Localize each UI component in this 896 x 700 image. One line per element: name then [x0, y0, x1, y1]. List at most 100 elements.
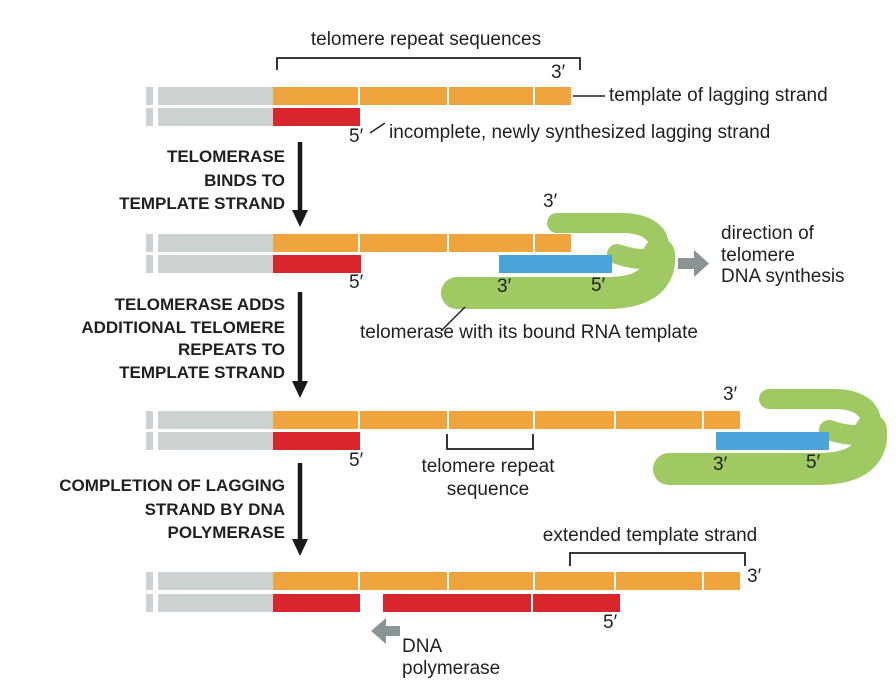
- s2-telomere-repeat-2: [360, 234, 447, 252]
- s1-lagging-red-bar: [273, 108, 360, 126]
- step1-arrow-head: [292, 210, 308, 227]
- step2-arrow: [292, 292, 308, 398]
- step2-line3: REPEATS TO: [177, 340, 285, 359]
- step2-arrow-head: [292, 381, 308, 398]
- s3-lagging-stub: [146, 432, 153, 450]
- template-of-lagging-strand-label: template of lagging strand: [609, 85, 828, 106]
- step2-label: TELOMERASE ADDS ADDITIONAL TELOMERE REPE…: [30, 294, 285, 384]
- step3-line3: POLYMERASE: [167, 523, 285, 542]
- dna-polymerase-label: DNA polymerase: [402, 636, 500, 679]
- s4-telomere-repeat-3: [449, 572, 533, 590]
- step2-line2: ADDITIONAL TELOMERE: [81, 317, 285, 337]
- direction-arrow-icon: [678, 250, 709, 277]
- stage2-dna: [146, 234, 612, 273]
- s1-telomere-repeat-4: [535, 87, 571, 105]
- s4-telomere-repeat-2: [360, 572, 447, 590]
- s4-five-prime-label: 5′: [603, 612, 618, 633]
- telomerase-enzyme-stage3: [653, 389, 888, 485]
- s2-lagging-stub: [146, 255, 153, 273]
- telomerase-hook-icon: [547, 213, 669, 269]
- s3-telomere-repeat-6: [704, 411, 740, 429]
- s1-template-gray-bar: [158, 87, 273, 105]
- s3-template-stub: [146, 411, 153, 429]
- s2-five-prime-label: 5′: [349, 272, 364, 293]
- step3-line1: COMPLETION OF LAGGING: [59, 476, 285, 495]
- direction-line2: telomere: [721, 244, 795, 266]
- s1-three-prime-label: 3′: [551, 62, 566, 83]
- s2-telomere-repeat-3: [449, 234, 533, 252]
- s2-rna-template-bar: [499, 255, 612, 273]
- step1-line2: BINDS TO: [204, 170, 285, 190]
- s1-template-stub: [146, 87, 153, 105]
- step1-arrow: [292, 142, 308, 227]
- stage4-dna: [146, 572, 740, 612]
- s4-lagging-stub: [146, 594, 153, 612]
- s3-three-prime-label: 3′: [723, 384, 738, 405]
- s3-repeat-bracket: [446, 434, 534, 450]
- step2-line1: TELOMERASE ADDS: [114, 295, 285, 314]
- telomere-repeat-sequence-label: telomere repeat sequence: [388, 455, 588, 501]
- s4-lagging-red-bar-3: [533, 594, 620, 612]
- dna-polymerase-arrow-icon: [371, 618, 400, 644]
- s3-five-prime-label: 5′: [349, 450, 364, 471]
- stage1-dna: [146, 87, 571, 126]
- dna-polymerase-line1: DNA: [402, 636, 443, 657]
- stage3-dna: [146, 411, 829, 450]
- s2-rna-five-prime-label: 5′: [591, 275, 606, 296]
- s4-lagging-red-bar-1: [273, 594, 360, 612]
- step3-arrow-head: [292, 539, 308, 556]
- s1-lagging-gray-bar: [158, 108, 273, 126]
- step1-line3: TEMPLATE STRAND: [119, 194, 285, 213]
- s4-template-stub: [146, 572, 153, 590]
- s3-telomere-repeat-4: [535, 411, 614, 429]
- s1-lagging-stub: [146, 108, 153, 126]
- s4-telomere-repeat-5: [616, 572, 702, 590]
- incomplete-lagging-strand-label: incomplete, newly synthesized lagging st…: [389, 122, 771, 143]
- s2-lagging-gray-bar: [158, 255, 273, 273]
- s3-template-gray-bar: [158, 411, 273, 429]
- step3-label: COMPLETION OF LAGGING STRAND BY DNA POLY…: [20, 474, 285, 545]
- s4-template-gray-bar: [158, 572, 273, 590]
- step2-line4: TEMPLATE STRAND: [119, 362, 285, 382]
- s2-lagging-red-bar: [273, 255, 361, 273]
- s2-three-prime-label: 3′: [543, 191, 558, 212]
- repeat-seq-line1: telomere repeat: [421, 456, 555, 477]
- direction-line3: DNA synthesis: [721, 266, 845, 287]
- direction-line1: direction of: [721, 223, 814, 244]
- s4-telomere-repeat-1: [273, 572, 358, 590]
- step1-line1: TELOMERASE: [166, 147, 285, 166]
- s3-rna-template-bar: [716, 432, 829, 450]
- s1-repeat-bracket: [276, 57, 581, 70]
- s3-rna-five-prime-label: 5′: [806, 452, 821, 473]
- telomerase-rna-template-label: telomerase with its bound RNA template: [360, 322, 698, 343]
- s4-lagging-gray-bar: [158, 594, 273, 612]
- s3-telomere-repeat-1: [273, 411, 358, 429]
- s1-telomere-repeat-1: [273, 87, 358, 105]
- s2-telomere-repeat-4: [535, 234, 571, 252]
- telomerase-hook-icon: [759, 389, 881, 445]
- s1-five-prime-label: 5′: [349, 126, 364, 147]
- extended-template-strand-label: extended template strand: [542, 525, 758, 546]
- s2-template-stub: [146, 234, 153, 252]
- s3-telomere-repeat-3: [449, 411, 533, 429]
- s4-telomere-repeat-4: [535, 572, 614, 590]
- step3-arrow: [292, 463, 308, 556]
- repeat-seq-line2: sequence: [446, 479, 530, 500]
- s3-lagging-gray-bar: [158, 432, 273, 450]
- s4-extended-bracket: [569, 552, 746, 566]
- s2-template-gray-bar: [158, 234, 273, 252]
- s1-telomere-repeat-3: [449, 87, 533, 105]
- step3-line2: STRAND BY DNA: [144, 499, 285, 519]
- s2-telomere-repeat-1: [273, 234, 358, 252]
- s3-telomere-repeat-5: [616, 411, 702, 429]
- s3-telomere-repeat-2: [360, 411, 447, 429]
- direction-of-synthesis-label: direction of telomere DNA synthesis: [721, 223, 845, 288]
- s3-rna-three-prime-label: 3′: [713, 454, 728, 475]
- step1-label: TELOMERASE BINDS TO TEMPLATE STRAND: [30, 145, 285, 216]
- s2-rna-three-prime-label: 3′: [497, 276, 512, 297]
- dna-polymerase-line2: polymerase: [402, 657, 501, 679]
- s2-telomerase-leader-line: [440, 306, 466, 332]
- s1-telomere-repeat-2: [360, 87, 447, 105]
